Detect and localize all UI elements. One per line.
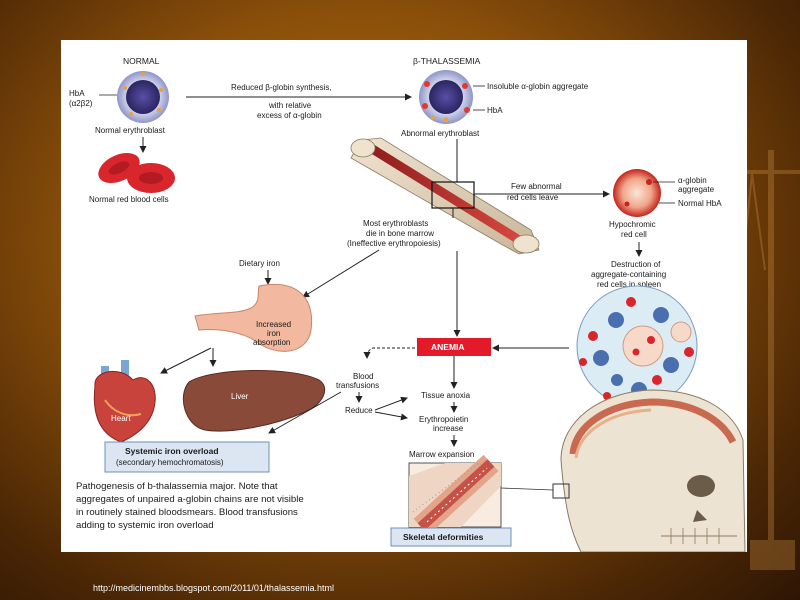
source-url[interactable]: http://medicinembbs.blogspot.com/2011/01… bbox=[93, 583, 334, 593]
bone-icon bbox=[350, 137, 540, 255]
justice-scale-decoration bbox=[741, 150, 800, 570]
iron-overload-label: Systemic iron overload bbox=[125, 446, 219, 456]
spleen-smear-icon bbox=[576, 285, 698, 407]
normal-hba-label: Normal HbA bbox=[678, 199, 722, 208]
liver-label: Liver bbox=[231, 392, 249, 401]
diagram-panel: NORMAL β-THALASSEMIA HbA (α2β2) Normal e… bbox=[61, 40, 747, 552]
most-erythroblasts-label: Most erythroblasts bbox=[363, 219, 428, 228]
normal-erythroblast-icon bbox=[117, 71, 169, 123]
iron-overload-box bbox=[104, 441, 270, 473]
red-cells-leave-label: red cells leave bbox=[507, 193, 559, 202]
normal-red-blood-cells-icon bbox=[98, 152, 175, 193]
iron-label: iron bbox=[267, 329, 280, 338]
normal-rbc-label: Normal red blood cells bbox=[89, 195, 169, 204]
destruction-label: Destruction of bbox=[611, 260, 661, 269]
die-in-marrow-label: die in bone marrow bbox=[366, 229, 434, 238]
thalassemia-pathogenesis-diagram: NORMAL β-THALASSEMIA HbA (α2β2) Normal e… bbox=[69, 56, 746, 552]
marrow-expansion-label: Marrow expansion bbox=[409, 450, 474, 459]
stomach-icon bbox=[194, 284, 313, 352]
normal-heading: NORMAL bbox=[123, 56, 160, 66]
heart-label: Heart bbox=[111, 414, 131, 423]
transfusions-label: transfusions bbox=[336, 381, 379, 390]
relative-excess-label: with relative bbox=[268, 101, 312, 110]
erythropoietin-label: Erythropoietin bbox=[419, 415, 468, 424]
hba-formula-label: (α2β2) bbox=[69, 99, 93, 108]
hypochromic-red-cell-icon bbox=[613, 169, 661, 217]
anemia-box bbox=[417, 338, 491, 356]
aggregate-label: aggregate bbox=[678, 185, 715, 194]
hba-right-label: HbA bbox=[487, 106, 503, 115]
reduced-synthesis-label: Reduced β-globin synthesis, bbox=[231, 83, 332, 92]
alpha-excess-label: excess of α-globin bbox=[257, 111, 322, 120]
skull-zoom-box bbox=[552, 483, 570, 499]
aggregate-containing-label: aggregate-containing bbox=[591, 270, 666, 279]
spleen-label: red cells in spleen bbox=[597, 280, 661, 289]
blood-label: Blood bbox=[353, 372, 373, 381]
hypochromic-label: Hypochromic bbox=[609, 220, 656, 229]
abnormal-erythroblast-icon bbox=[419, 70, 473, 124]
caption-line: Pathogenesis of b-thalassemia major. Not… bbox=[76, 481, 278, 492]
anemia-label: ANEMIA bbox=[431, 342, 465, 352]
skull-icon bbox=[560, 389, 746, 552]
normal-erythroblast-label: Normal erythroblast bbox=[95, 126, 166, 135]
few-abnormal-label: Few abnormal bbox=[511, 182, 562, 191]
heart-icon bbox=[93, 360, 156, 443]
ineffective-erythropoiesis-label: (Ineffective erythropoiesis) bbox=[347, 239, 441, 248]
skeletal-deformities-box bbox=[390, 527, 512, 547]
dietary-iron-label: Dietary iron bbox=[239, 259, 280, 268]
skeletal-deformities-label: Skeletal deformities bbox=[403, 532, 484, 542]
absorption-label: absorption bbox=[253, 338, 290, 347]
hba-label: HbA bbox=[69, 89, 85, 98]
red-cell-label: red cell bbox=[621, 230, 647, 239]
reduce-label: Reduce bbox=[345, 406, 373, 415]
hemochromatosis-label: (secondary hemochromatosis) bbox=[116, 458, 224, 467]
figure-caption: Pathogenesis of b-thalassemia major. Not… bbox=[76, 480, 376, 532]
expanded-marrow-icon bbox=[408, 454, 502, 536]
caption-line: adding to systemic iron overload bbox=[76, 520, 214, 531]
thalassemia-heading: β-THALASSEMIA bbox=[413, 56, 481, 66]
increase-label: increase bbox=[433, 424, 464, 433]
abnormal-erythroblast-label: Abnormal erythroblast bbox=[401, 129, 480, 138]
increased-label: Increased bbox=[256, 320, 291, 329]
tissue-anoxia-label: Tissue anoxia bbox=[421, 391, 471, 400]
liver-icon bbox=[182, 370, 326, 432]
caption-line: in routinely stained bloodsmears. Blood … bbox=[76, 507, 298, 518]
caption-line: aggregates of unpaired a-globin chains a… bbox=[76, 494, 304, 505]
insoluble-aggregate-label: Insoluble α-globin aggregate bbox=[487, 82, 589, 91]
alpha-globin-label: α-globin bbox=[678, 176, 707, 185]
